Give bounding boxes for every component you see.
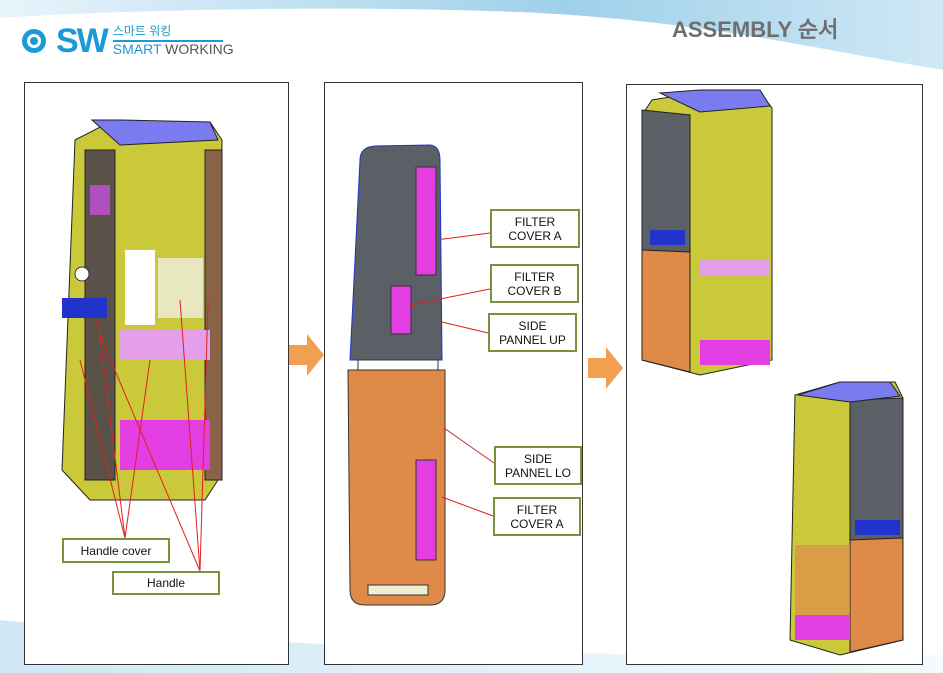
cabinet-frame-drawing (61, 119, 223, 501)
logo-mark: SW (56, 21, 109, 60)
next-step-arrow-1 (289, 334, 324, 376)
label-filter-cover-a-lower: FILTER COVER A (493, 497, 581, 536)
assembled-cabinet-front-drawing (641, 89, 773, 376)
leader-lines-panel2 (409, 232, 495, 517)
label-filter-cover-a-upper: FILTER COVER A (490, 209, 580, 248)
leader-lines-panel1 (79, 299, 209, 572)
side-panel-drawing (347, 144, 446, 606)
label-filter-cover-b: FILTER COVER B (490, 264, 579, 303)
label-handle-cover: Handle cover (62, 538, 170, 563)
logo-english-b: WORKING (161, 41, 234, 57)
next-step-arrow-2 (588, 347, 623, 389)
logo-camera-icon (22, 28, 46, 53)
label-side-pannel-up: SIDE PANNEL UP (488, 313, 577, 352)
logo-korean: 스마트 워킹 (112, 24, 223, 42)
page-title: ASSEMBLY 순서 (672, 17, 839, 42)
label-handle: Handle (112, 571, 220, 595)
logo: SW 스마트 워킹 SMART WORKING (18, 21, 234, 60)
assembled-cabinet-back-drawing (789, 381, 904, 656)
label-side-pannel-lo: SIDE PANNEL LO (494, 446, 582, 485)
logo-english-a: SMART (112, 41, 162, 57)
